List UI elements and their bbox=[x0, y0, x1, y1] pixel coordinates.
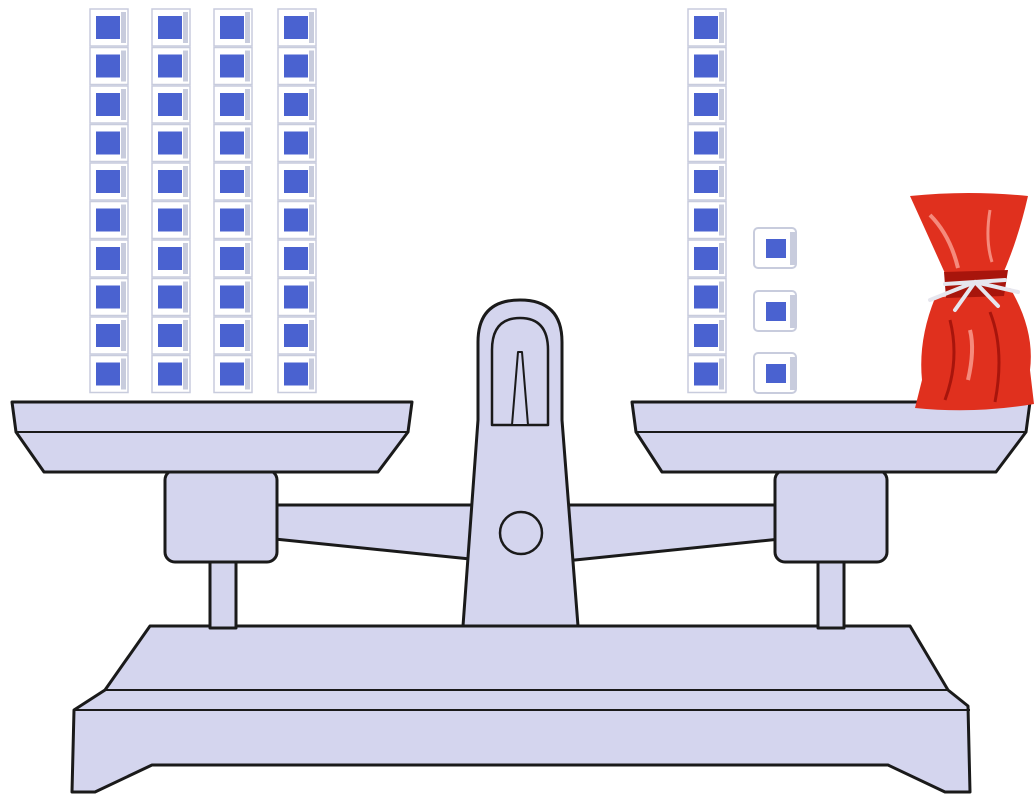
rod-cube bbox=[213, 316, 253, 355]
rod-cube bbox=[89, 85, 129, 124]
left-pan-stem bbox=[208, 558, 238, 630]
ten-rod-icon bbox=[89, 8, 129, 394]
rod-cube bbox=[213, 85, 253, 124]
rod-cube bbox=[151, 123, 191, 163]
bag-shine-1 bbox=[928, 213, 960, 269]
rod-cube bbox=[687, 277, 727, 317]
right-pan-stem bbox=[816, 558, 846, 630]
right-pan-blocks bbox=[687, 8, 797, 394]
rod-cube bbox=[687, 46, 727, 86]
rod-cube bbox=[687, 200, 727, 240]
rod-cube bbox=[277, 123, 317, 163]
right-pan bbox=[630, 400, 1032, 474]
rod-cube bbox=[151, 354, 191, 394]
rod-cube bbox=[687, 239, 727, 278]
rod-cube bbox=[89, 354, 129, 394]
rod-cube bbox=[277, 277, 317, 317]
rod-cube bbox=[687, 8, 727, 47]
gift-bag-icon bbox=[910, 193, 1034, 411]
bag-top bbox=[910, 193, 1028, 280]
rod-cube bbox=[277, 162, 317, 201]
rod-cube bbox=[151, 162, 191, 201]
rod-cube bbox=[213, 239, 253, 278]
rod-cube bbox=[687, 354, 727, 394]
rod-cube bbox=[687, 162, 727, 201]
rod-cube bbox=[277, 316, 317, 355]
balance-scale-icon bbox=[10, 298, 1032, 794]
left-pan-blocks bbox=[89, 8, 317, 394]
rod-cube bbox=[687, 316, 727, 355]
rod-cube bbox=[151, 200, 191, 240]
rod-cube bbox=[213, 200, 253, 240]
right-pan-support bbox=[773, 468, 889, 564]
bag-fold-1 bbox=[943, 319, 956, 401]
bag-body bbox=[915, 288, 1034, 411]
rod-cube bbox=[277, 8, 317, 47]
rod-cube bbox=[213, 162, 253, 201]
rod-cube bbox=[687, 123, 727, 163]
left-pan bbox=[10, 400, 414, 474]
rod-cube bbox=[213, 8, 253, 47]
rod-cube bbox=[277, 200, 317, 240]
rod-cube bbox=[277, 85, 317, 124]
rod-cube bbox=[89, 277, 129, 317]
rod-cube bbox=[89, 46, 129, 86]
rod-cube bbox=[151, 277, 191, 317]
rod-cube bbox=[89, 200, 129, 240]
rod-cube bbox=[687, 85, 727, 124]
ten-rod-icon bbox=[151, 8, 191, 394]
rod-cube bbox=[151, 316, 191, 355]
rod-cube bbox=[89, 162, 129, 201]
rod-cube bbox=[151, 239, 191, 278]
rod-cube bbox=[151, 85, 191, 124]
unit-cube-icon bbox=[753, 227, 797, 269]
rod-cube bbox=[213, 123, 253, 163]
bag-shine-2 bbox=[986, 209, 994, 263]
rod-cube bbox=[277, 239, 317, 278]
rod-cube bbox=[213, 277, 253, 317]
rod-cube bbox=[89, 316, 129, 355]
rod-cube bbox=[277, 354, 317, 394]
pivot-icon bbox=[498, 510, 544, 556]
unit-cube-icon bbox=[753, 352, 797, 394]
ribbon-bow-icon bbox=[928, 278, 1020, 312]
ten-rod-icon bbox=[213, 8, 253, 394]
ten-rod-icon bbox=[687, 8, 727, 394]
pointer-needle bbox=[511, 351, 529, 426]
rod-cube bbox=[89, 239, 129, 278]
unit-cube-icon bbox=[753, 290, 797, 332]
left-pan-support bbox=[163, 468, 279, 564]
rod-cube bbox=[151, 46, 191, 86]
rod-cube bbox=[213, 354, 253, 394]
rod-cube bbox=[277, 46, 317, 86]
rod-cube bbox=[89, 123, 129, 163]
bag-shine-3 bbox=[966, 329, 975, 381]
bag-fold-2 bbox=[988, 311, 1001, 403]
ten-rod-icon bbox=[277, 8, 317, 394]
rod-cube bbox=[151, 8, 191, 47]
rod-cube bbox=[89, 8, 129, 47]
rod-cube bbox=[213, 46, 253, 86]
